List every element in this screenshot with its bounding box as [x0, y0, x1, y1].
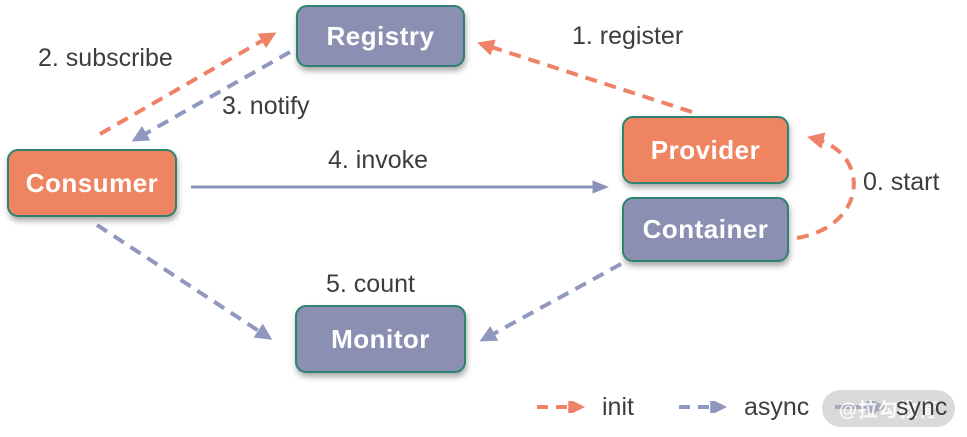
- edge-container-monitor-arrow: [479, 262, 622, 342]
- node-monitor: Monitor: [295, 305, 466, 373]
- legend-label-init: init: [602, 392, 634, 421]
- node-monitor-label: Monitor: [331, 323, 430, 354]
- edge-label-start: 0. start: [863, 168, 940, 196]
- legend-item-async: async: [678, 392, 809, 422]
- node-container: Container: [622, 197, 789, 262]
- legend-item-init: init: [536, 392, 634, 422]
- edge-start-arrow: [796, 132, 856, 240]
- edge-label-invoke: 4. invoke: [328, 146, 429, 174]
- async-dashed-arrow-icon: [679, 401, 728, 413]
- node-consumer: Consumer: [7, 149, 177, 217]
- legend-label-async: async: [744, 392, 810, 421]
- edge-label-subscribe: 2. subscribe: [38, 44, 173, 72]
- edge-label-count: 5. count: [326, 270, 415, 298]
- edge-count-arrow: [95, 223, 273, 340]
- edge-register-arrow: [477, 39, 693, 114]
- node-registry-label: Registry: [326, 20, 435, 51]
- init-dashed-arrow-icon: [537, 401, 586, 413]
- node-container-label: Container: [642, 214, 769, 244]
- node-consumer-label: Consumer: [25, 167, 159, 198]
- node-registry: Registry: [296, 5, 465, 67]
- edge-label-notify: 3. notify: [222, 92, 310, 120]
- legend-label-sync: sync: [896, 393, 948, 421]
- node-provider: Provider: [622, 116, 789, 184]
- node-provider-label: Provider: [650, 134, 761, 165]
- edge-label-register: 1. register: [572, 22, 684, 50]
